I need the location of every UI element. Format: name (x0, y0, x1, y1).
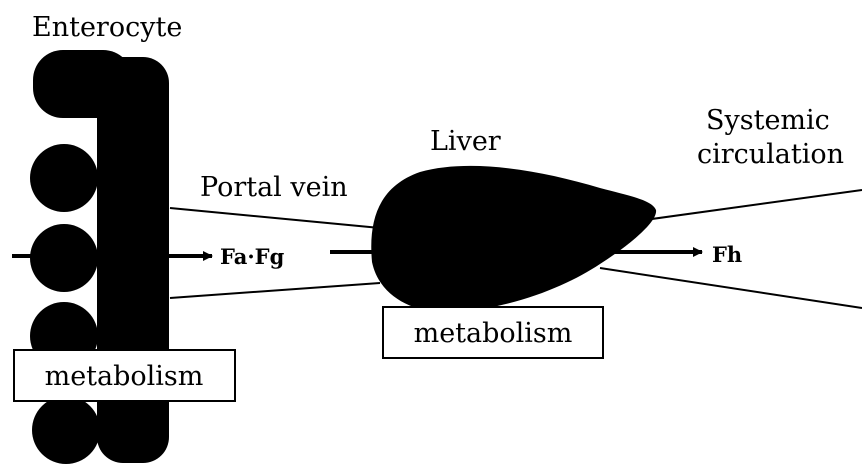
enterocyte-metabolism-label: metabolism (45, 361, 204, 392)
fh-label: Fh (712, 242, 742, 267)
liver-label: Liver (430, 126, 501, 157)
portal-vein-label: Portal vein (200, 172, 348, 203)
liver-shape (371, 166, 656, 313)
enterocyte-label: Enterocyte (32, 12, 182, 43)
portal-vein-upper-line (170, 208, 380, 228)
systemic-label-line2: circulation (697, 139, 844, 170)
systemic-upper-line (630, 190, 862, 222)
liver-metabolism-label: metabolism (414, 318, 573, 349)
fa-fg-label: Fa·Fg (220, 244, 285, 269)
portal-vein-lower-line (170, 283, 380, 298)
systemic-label-line1: Systemic (706, 105, 830, 136)
systemic-lower-line (600, 268, 862, 308)
